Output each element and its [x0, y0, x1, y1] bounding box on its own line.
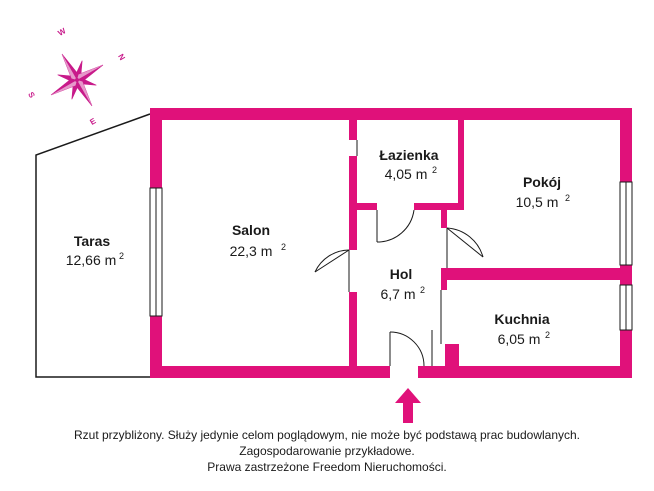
- terrace-outline: [35, 113, 151, 378]
- room-area-kuchnia: 6,05 m: [498, 331, 541, 347]
- disclaimer-line-3: Prawa zastrzeżone Freedom Nieruchomości.: [207, 460, 447, 474]
- room-area-taras: 12,66 m: [66, 252, 117, 268]
- room-sup-lazienka: 2: [432, 165, 437, 175]
- compass-west-label: W: [56, 26, 67, 38]
- partition-lines: [356, 140, 442, 366]
- room-sup-taras: 2: [119, 251, 124, 261]
- room-sup-kuchnia: 2: [545, 330, 550, 340]
- doors: [314, 209, 484, 367]
- room-name-taras: Taras: [74, 233, 111, 249]
- windows: [149, 181, 633, 331]
- room-sup-pokoj: 2: [565, 193, 570, 203]
- room-name-lazienka: Łazienka: [379, 147, 438, 163]
- room-area-hol: 6,7 m: [380, 286, 415, 302]
- outer-walls: [150, 108, 632, 378]
- disclaimer-line-2: Zagospodarowanie przykładowe.: [239, 444, 415, 458]
- entrance-arrow-icon: [395, 388, 421, 423]
- room-name-salon: Salon: [232, 222, 270, 238]
- room-area-pokoj: 10,5 m: [516, 194, 559, 210]
- room-area-lazienka: 4,05 m: [385, 166, 428, 182]
- compass-south-label: S: [26, 90, 37, 100]
- interior-walls: [349, 120, 632, 366]
- room-name-hol: Hol: [390, 266, 413, 282]
- compass-north-label: N: [116, 52, 127, 62]
- room-area-salon: 22,3 m: [230, 243, 273, 259]
- room-name-pokoj: Pokój: [523, 174, 561, 190]
- disclaimer-line-1: Rzut przybliżony. Służy jedynie celom po…: [73, 428, 581, 442]
- room-sup-hol: 2: [420, 285, 425, 295]
- room-sup-salon: 2: [281, 242, 286, 252]
- room-name-kuchnia: Kuchnia: [494, 311, 549, 327]
- compass-rose-icon: [50, 53, 104, 107]
- compass-east-label: E: [88, 116, 98, 127]
